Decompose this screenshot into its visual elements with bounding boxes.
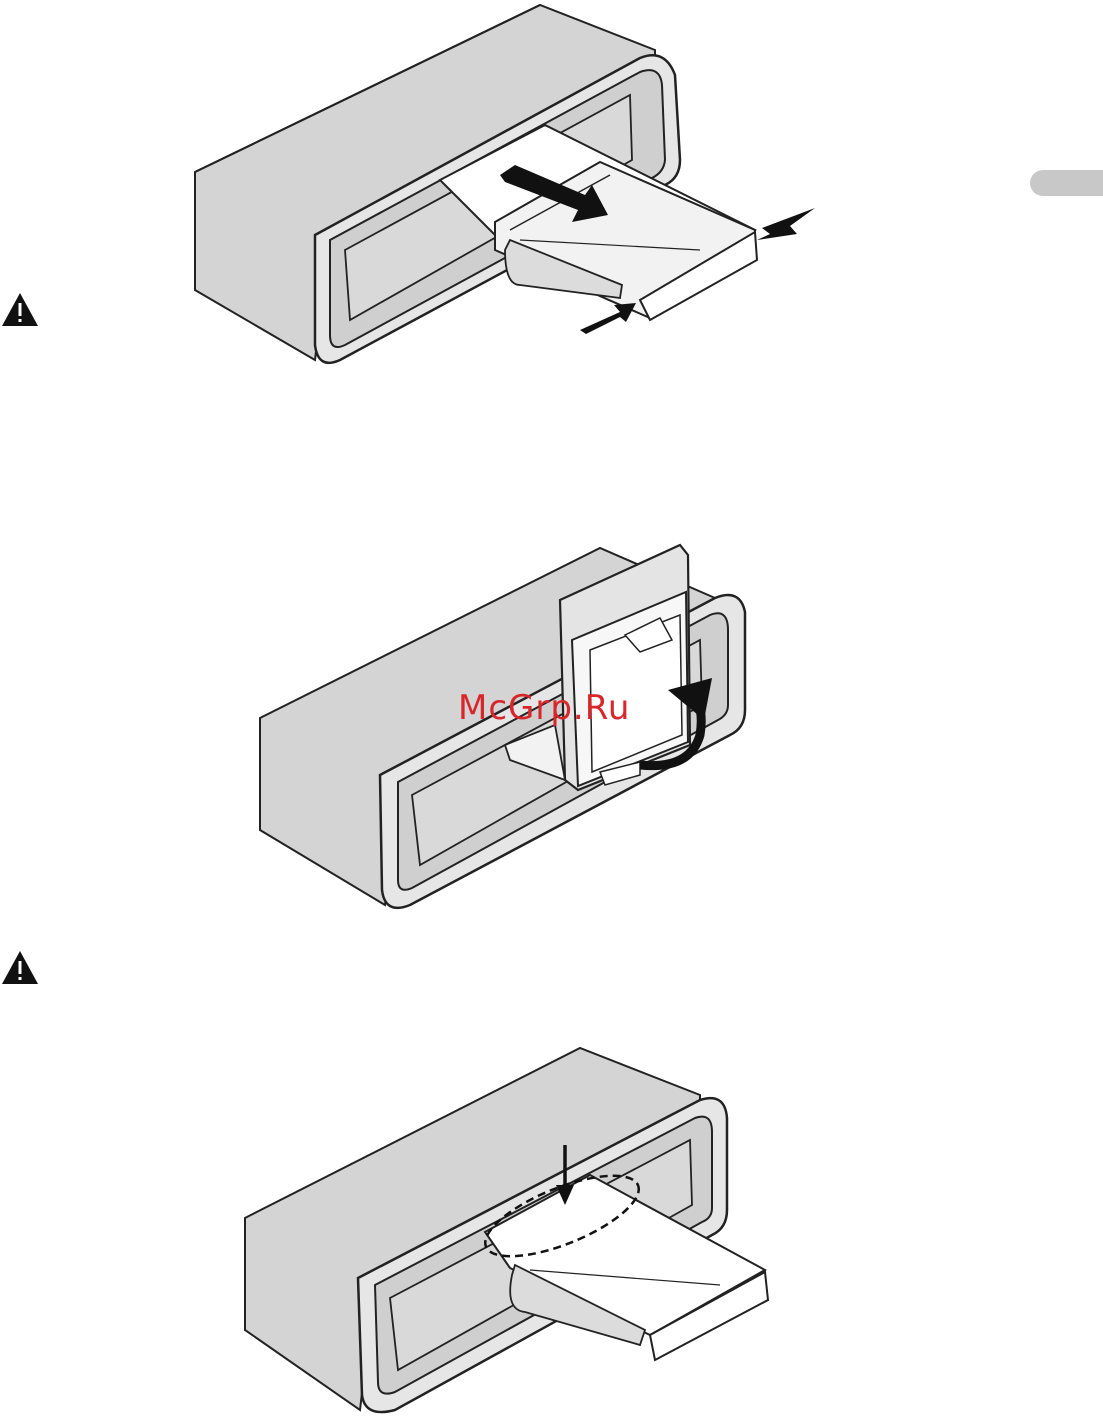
watermark-text: McGrp.Ru: [458, 688, 630, 728]
figure-3-illustration: [0, 1040, 1103, 1419]
push-arrow-right: [757, 208, 815, 240]
figure-2-illustration: [0, 540, 1103, 920]
push-arrow-bottom: [580, 303, 636, 334]
warning-icon: [0, 290, 44, 330]
figure-1-illustration: [0, 0, 1103, 380]
warning-icon: [0, 948, 44, 988]
